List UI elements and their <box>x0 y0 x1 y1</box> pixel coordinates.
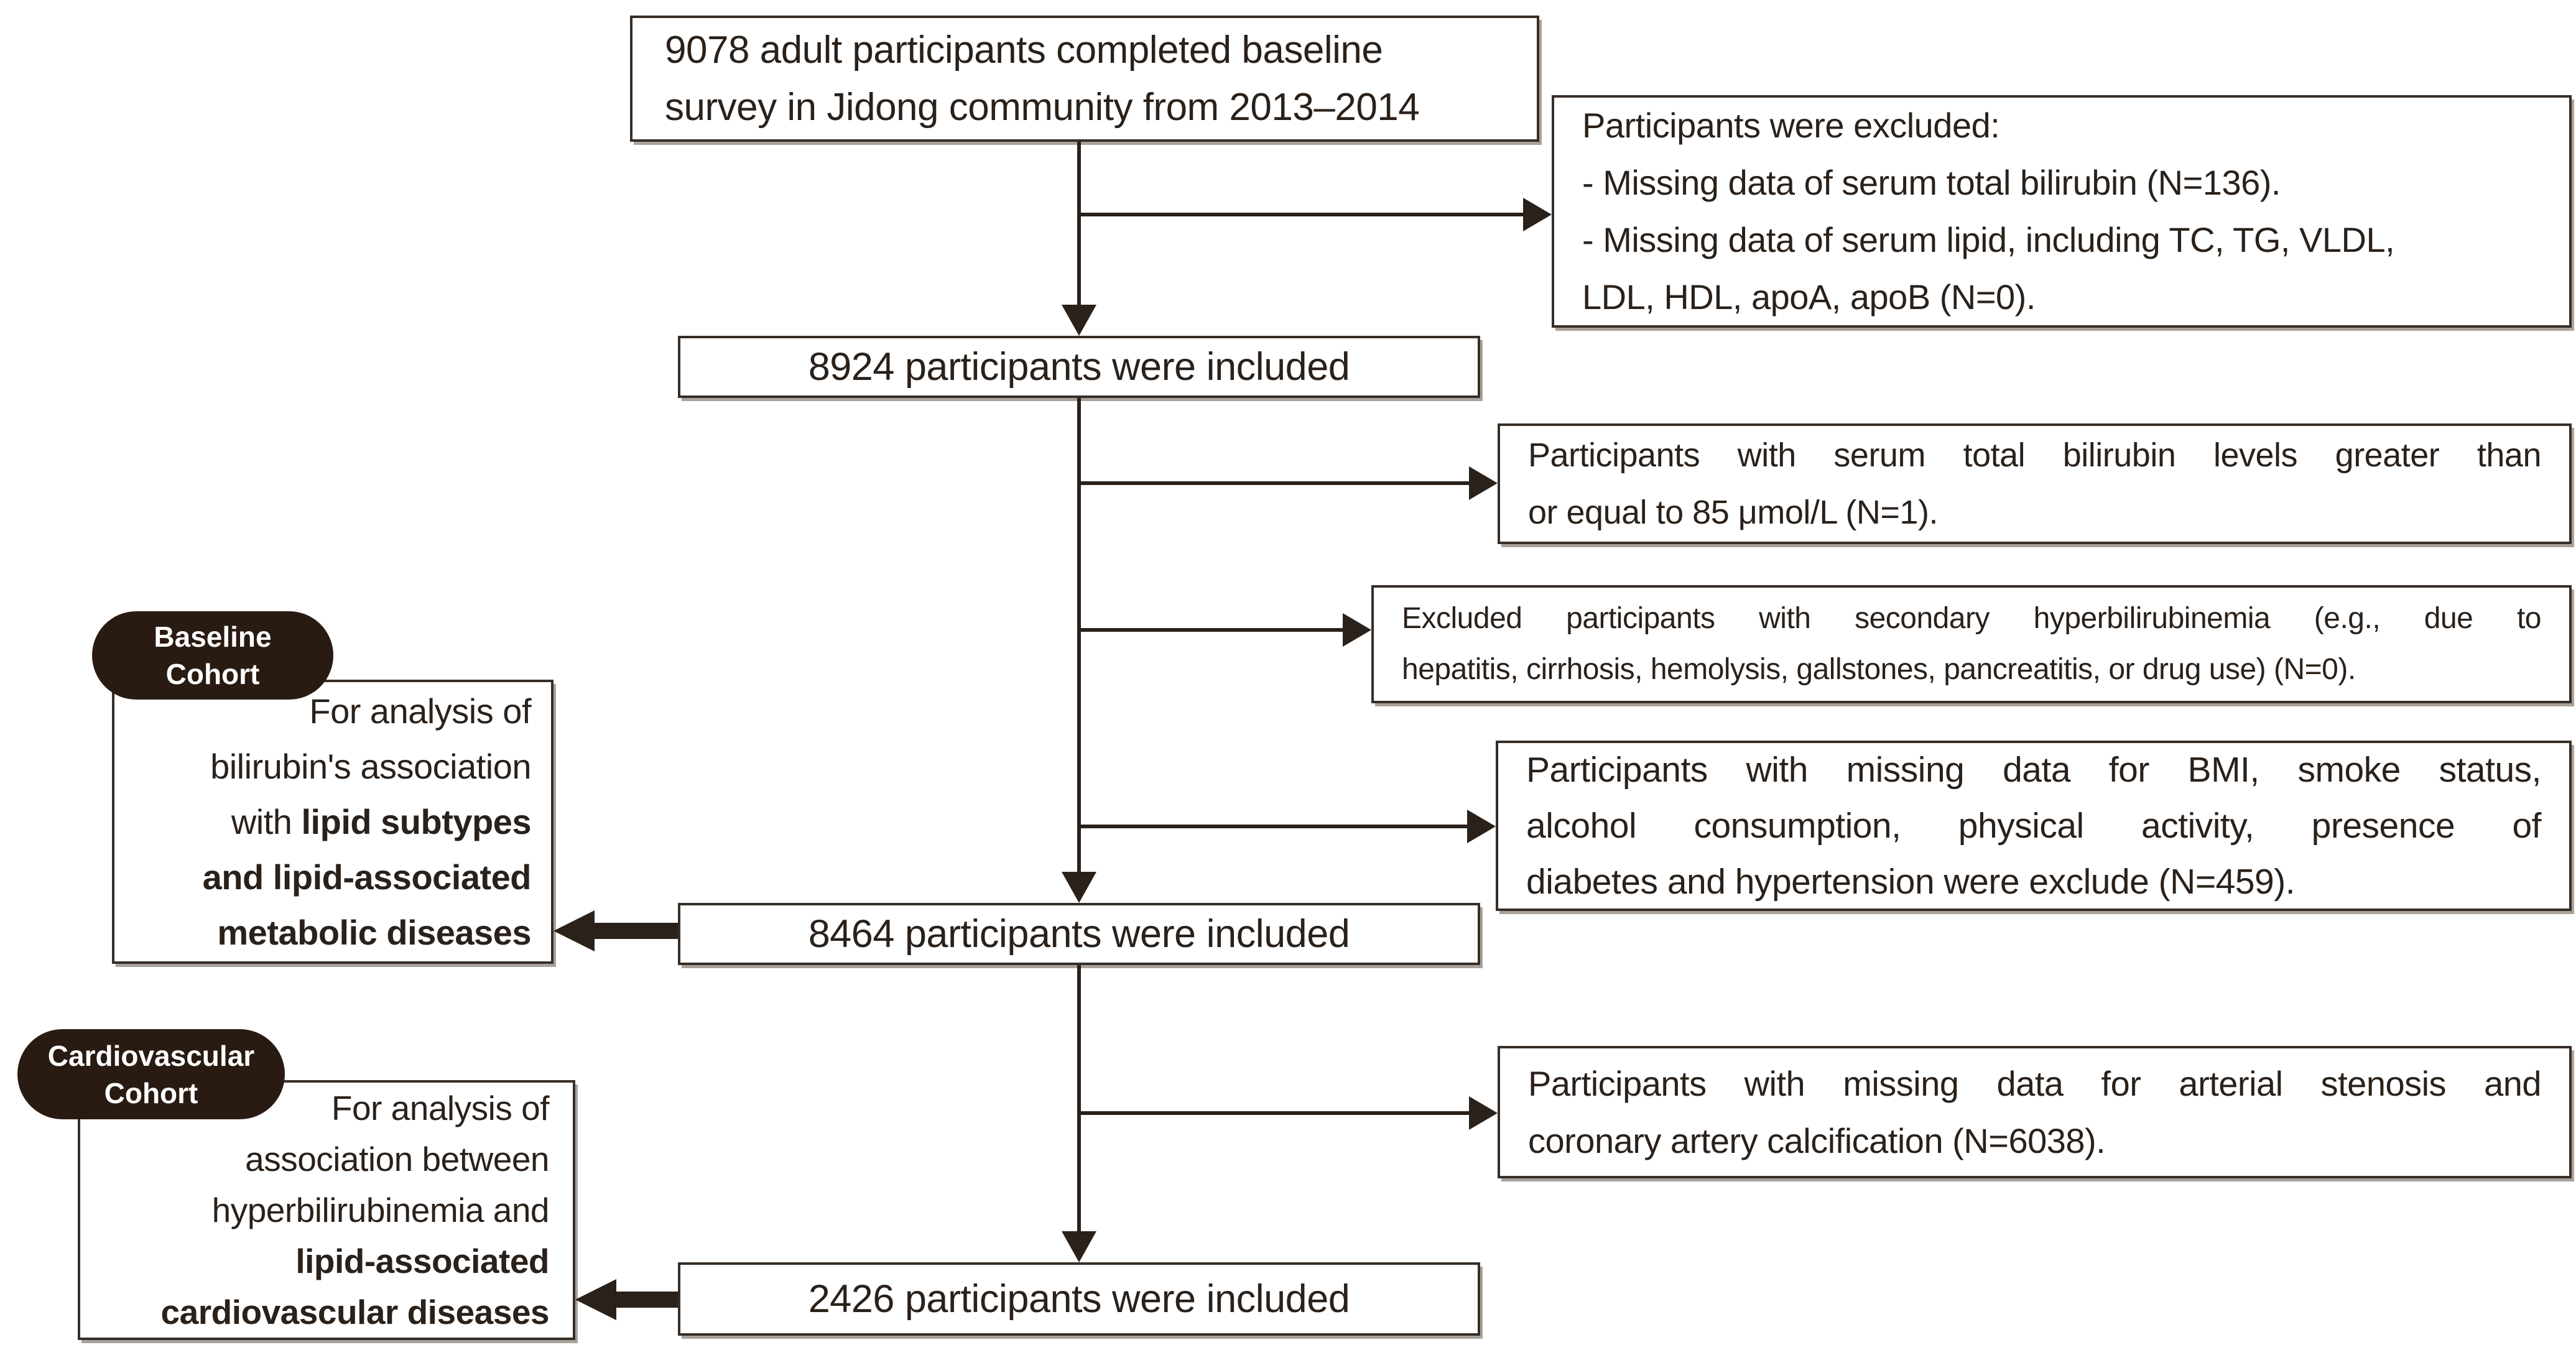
exclusion-line: coronary artery calcification (N=6038). <box>1528 1121 2106 1160</box>
branch-hline-3 <box>1077 628 1343 632</box>
exclusion-box-missing-bilirubin-lipid: Participants were excluded: - Missing da… <box>1552 95 2572 328</box>
arrowhead-right-exclusion-1 <box>1523 198 1552 231</box>
exclusion-line: diabetes and hypertension were exclude (… <box>1526 862 2296 902</box>
cohort-line: hyperbilirubinemia and <box>211 1191 550 1229</box>
included-box-2426: 2426 participants were included <box>678 1262 1480 1336</box>
connector-vline-2 <box>1077 398 1081 872</box>
connector-vline-1 <box>1077 142 1081 308</box>
cohort-line: For analysis of <box>331 1089 550 1127</box>
arrowhead-right-exclusion-4 <box>1467 810 1496 843</box>
arrowhead-down-included-3 <box>1062 1231 1096 1262</box>
branch-hline-2 <box>1077 481 1469 485</box>
start-box-line: 9078 adult participants completed baseli… <box>665 28 1383 72</box>
cohort-line: cardiovascular diseases <box>160 1293 550 1331</box>
exclusion-box-missing-stenosis-cac: Participants with missing data for arter… <box>1498 1046 2572 1178</box>
thick-arrow-cardio-head <box>575 1279 616 1320</box>
arrowhead-right-exclusion-3 <box>1343 613 1371 647</box>
exclusion-line: - Missing data of serum lipid, including… <box>1582 220 2395 259</box>
exclusion-line: Participants with serum total bilirubin … <box>1528 437 2542 474</box>
arrowhead-right-exclusion-5 <box>1469 1096 1498 1130</box>
included-box-label: 8464 participants were included <box>808 912 1350 956</box>
badge-line: Baseline <box>154 621 272 653</box>
included-box-label: 2426 participants were included <box>808 1277 1350 1321</box>
branch-hline-4 <box>1077 825 1467 828</box>
cardiovascular-cohort-badge: Cardiovascular Cohort <box>17 1029 285 1119</box>
cohort-line: with lipid subtypes <box>231 802 532 841</box>
exclusion-line: Excluded participants with secondary hyp… <box>1402 602 2542 635</box>
thick-arrow-baseline-head <box>554 910 595 951</box>
exclusion-box-missing-covariates: Participants with missing data for BMI, … <box>1496 741 2572 911</box>
branch-hline-5 <box>1077 1111 1469 1115</box>
exclusion-line: alcohol consumption, physical activity, … <box>1526 806 2542 846</box>
exclusion-line: LDL, HDL, apoA, apoB (N=0). <box>1582 277 2036 317</box>
badge-line: Cohort <box>104 1076 198 1109</box>
exclusion-line: Participants with missing data for BMI, … <box>1526 750 2542 790</box>
exclusion-box-secondary-hyperbilirubinemia: Excluded participants with secondary hyp… <box>1371 585 2572 703</box>
thick-arrow-baseline-shaft <box>593 923 678 939</box>
arrowhead-right-exclusion-2 <box>1469 466 1498 500</box>
exclusion-line: - Missing data of serum total bilirubin … <box>1582 163 2281 202</box>
connector-vline-3 <box>1077 965 1081 1231</box>
badge-line: Cohort <box>165 658 260 690</box>
cohort-line: metabolic diseases <box>217 913 531 952</box>
thick-arrow-cardio-shaft <box>615 1292 678 1308</box>
baseline-cohort-badge: Baseline Cohort <box>92 611 333 700</box>
arrowhead-down-included-2 <box>1062 872 1096 903</box>
cardiovascular-cohort-box: For analysis of association between hype… <box>78 1080 575 1340</box>
start-box: 9078 adult participants completed baseli… <box>630 16 1539 142</box>
cohort-line: lipid-associated <box>295 1242 549 1280</box>
branch-hline-1 <box>1077 213 1523 216</box>
start-box-line: survey in Jidong community from 2013–201… <box>665 85 1420 129</box>
baseline-cohort-box: For analysis of bilirubin's association … <box>112 680 554 964</box>
exclusion-line: hepatitis, cirrhosis, hemolysis, gallsto… <box>1402 653 2356 686</box>
cohort-line: and lipid-associated <box>202 858 532 897</box>
exclusion-line: Participants were excluded: <box>1582 106 2000 145</box>
included-box-label: 8924 participants were included <box>808 345 1350 389</box>
included-box-8464: 8464 participants were included <box>678 903 1480 965</box>
exclusion-line: Participants with missing data for arter… <box>1528 1063 2542 1103</box>
included-box-8924: 8924 participants were included <box>678 336 1480 398</box>
cohort-line: association between <box>245 1140 549 1178</box>
cohort-line: For analysis of <box>309 691 531 731</box>
badge-line: Cardiovascular <box>47 1039 255 1072</box>
exclusion-box-bilirubin-ge-85: Participants with serum total bilirubin … <box>1498 423 2572 544</box>
cohort-line: bilirubin's association <box>210 747 531 786</box>
exclusion-line: or equal to 85 μmol/L (N=1). <box>1528 494 1938 531</box>
arrowhead-down-included-1 <box>1062 305 1096 336</box>
